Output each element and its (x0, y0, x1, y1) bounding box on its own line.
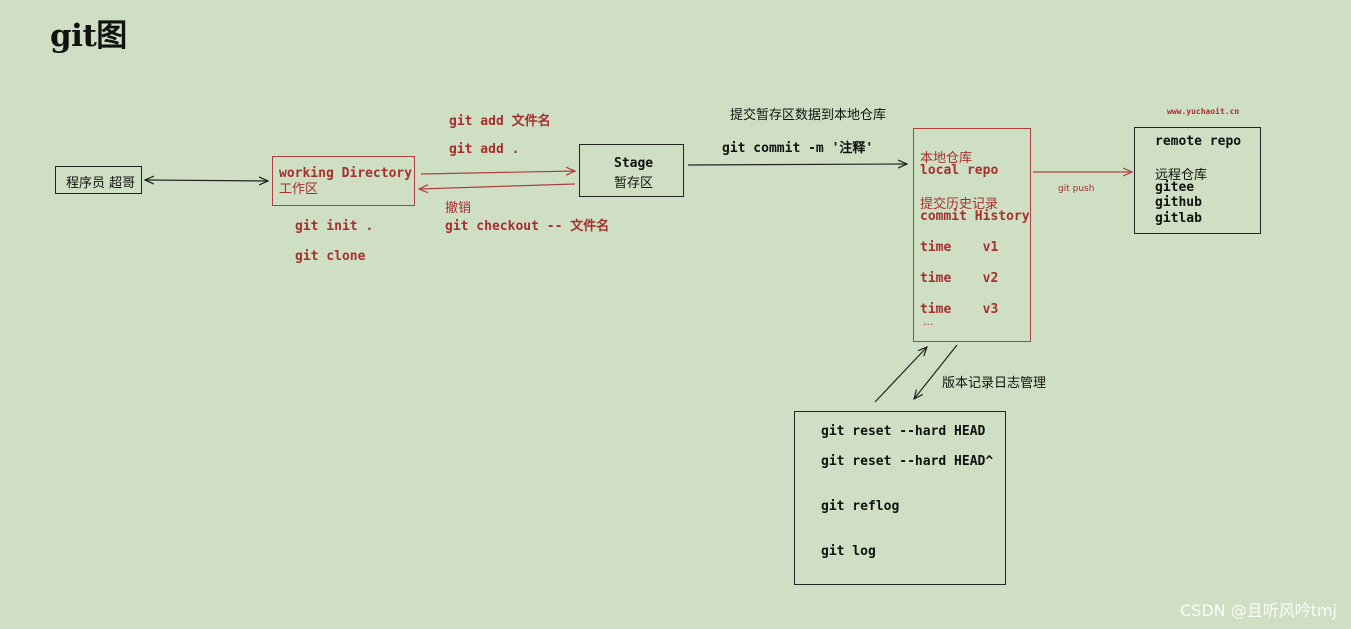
commit-arrow (687, 164, 907, 165)
git-push-label: git push (1058, 184, 1095, 194)
checkout-arrow (419, 183, 576, 189)
log-down-arrow (914, 344, 958, 399)
git-log-command: git log (821, 544, 876, 559)
remote-repo-label: remote repo (1155, 134, 1242, 149)
version-entry: time v2 (920, 271, 999, 286)
programmer-label: 程序员 超哥 (66, 176, 136, 191)
git-commit-command: git commit -m '注释' (722, 141, 874, 156)
working-directory-label: working Directory (279, 166, 413, 181)
commit-history-cn-label: 提交历史记录 (920, 197, 999, 212)
git-reset-head-command: git reset --hard HEAD (821, 424, 986, 439)
remote-repo-cn-label: 远程仓库 (1155, 168, 1208, 183)
version-entry: time v1 (920, 240, 999, 255)
remote-host-gitlab: gitlab (1155, 211, 1202, 226)
log-management-label: 版本记录日志管理 (942, 376, 1047, 391)
remote-host-github: github (1155, 195, 1202, 210)
commit-description: 提交暂存区数据到本地仓库 (730, 108, 887, 123)
reset-commands-box: git reset --hard HEAD git reset --hard H… (794, 411, 1006, 585)
add-arrow (420, 171, 575, 174)
log-up-arrow (874, 347, 927, 403)
working-area-label: 工作区 (279, 182, 319, 197)
commit-history-label: commit History (920, 209, 1030, 224)
git-clone-command: git clone (295, 249, 366, 264)
git-reflog-command: git reflog (821, 499, 900, 514)
watermark: CSDN @且听风吟tmj (1179, 601, 1337, 620)
stage-label: Stage (614, 156, 654, 171)
git-init-command: git init . (295, 219, 374, 234)
local-repo-box: 本地仓库 local repo 提交历史记录 commit History ti… (913, 128, 1031, 342)
remote-repo-box: remote repo 远程仓库 gitee github gitlab (1134, 127, 1261, 234)
site-url: www.yuchaoit.cn (1167, 107, 1240, 116)
git-checkout-command: git checkout -- 文件名 (445, 219, 610, 234)
git-add-all-command: git add . (449, 142, 520, 157)
version-entry: time v3 (920, 302, 999, 317)
local-repo-label: local repo (920, 163, 999, 178)
working-directory-box: working Directory 工作区 (272, 156, 415, 206)
programmer-to-working-arrow (145, 180, 268, 181)
stage-box: Stage 暂存区 (579, 144, 684, 197)
version-ellipsis: ... (923, 315, 934, 328)
stage-area-label: 暂存区 (614, 176, 654, 191)
page-title: git图 (50, 18, 127, 54)
programmer-box: 程序员 超哥 (55, 166, 142, 194)
local-repo-cn-label: 本地仓库 (920, 151, 973, 166)
undo-label: 撤销 (445, 201, 472, 216)
git-add-file-command: git add 文件名 (449, 114, 551, 129)
git-reset-head-parent-command: git reset --hard HEAD^ (821, 454, 994, 469)
remote-host-gitee: gitee (1155, 180, 1195, 195)
